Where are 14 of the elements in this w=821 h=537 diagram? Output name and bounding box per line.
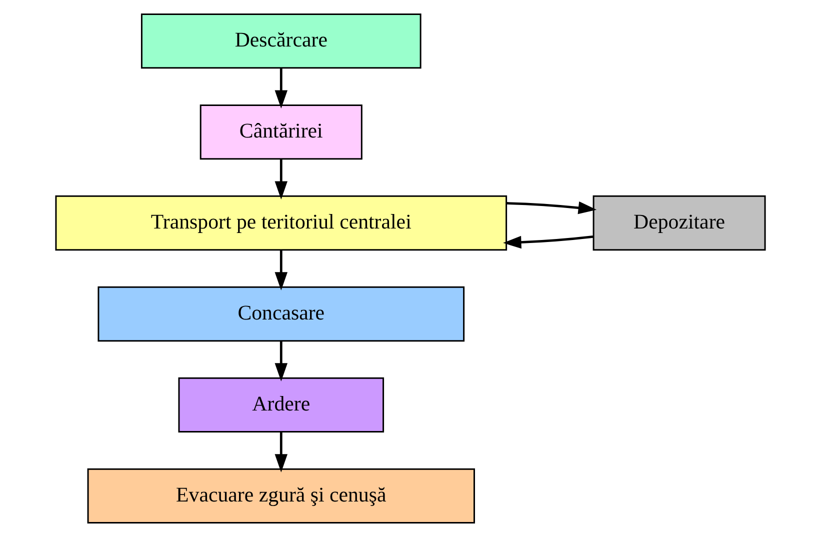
- arrow: [274, 159, 288, 200]
- node-box: Concasare: [98, 286, 465, 342]
- node-box: Transport pe teritoriul centralei: [55, 195, 508, 251]
- node-box: Descărcare: [140, 14, 422, 69]
- arrow: [503, 236, 594, 249]
- node-box: Ardere: [178, 377, 384, 433]
- arrow: [274, 68, 288, 108]
- arrow: [274, 250, 288, 290]
- node-box: Depozitare: [592, 195, 766, 251]
- node-box: Evacuare zgură şi cenuşă: [87, 468, 475, 524]
- arrow: [274, 340, 288, 382]
- node-box: Cântărirei: [200, 104, 362, 160]
- arrow: [274, 432, 288, 472]
- arrow: [506, 201, 597, 214]
